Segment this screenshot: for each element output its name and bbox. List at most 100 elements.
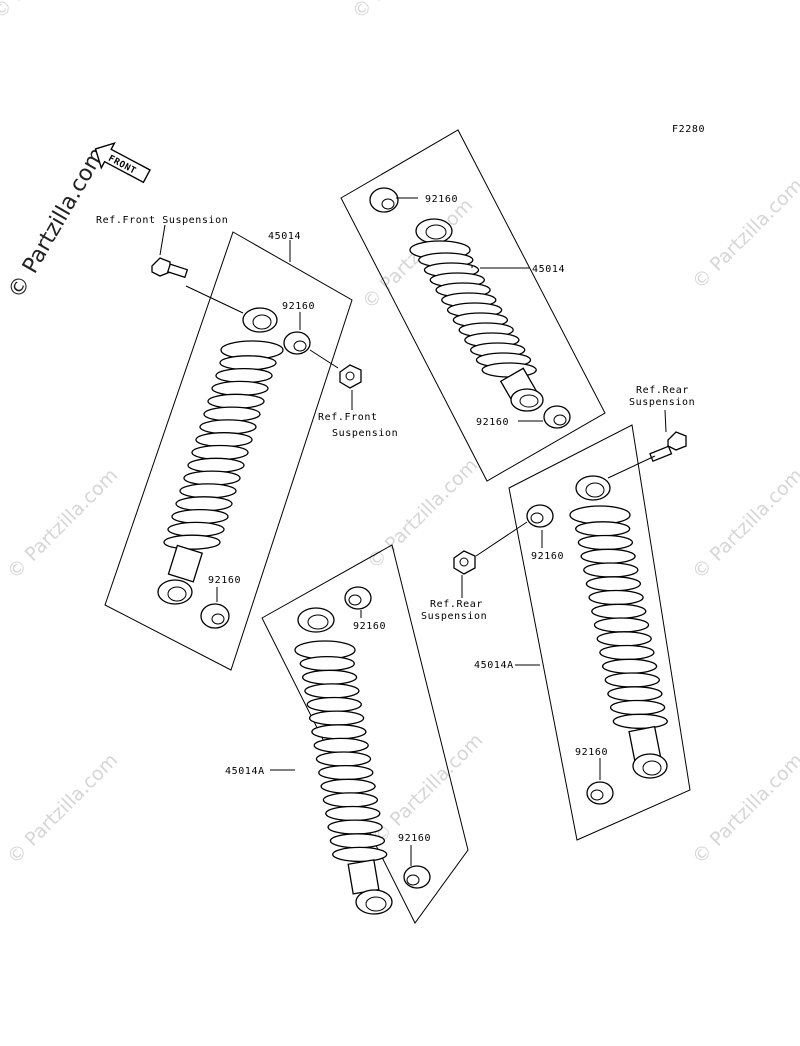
- spring-coil: [306, 696, 362, 713]
- bolt-icon: [151, 257, 189, 279]
- part-number-92160: 92160: [282, 301, 315, 312]
- spring-coil: [596, 631, 652, 647]
- bolt-icon: [649, 431, 687, 463]
- bushing-icon: [526, 504, 554, 528]
- shock-absorber-right-bottom: [569, 475, 668, 779]
- damper-body: [167, 544, 204, 583]
- upper-eye: [415, 218, 453, 244]
- spring-coil: [329, 833, 386, 849]
- spring-coil: [211, 380, 269, 397]
- nut-icon: [453, 550, 476, 575]
- shock-absorber-left-top: [157, 307, 284, 605]
- ref-rear-suspension-label: Ref.Rear: [430, 599, 483, 610]
- spring-coil: [591, 603, 647, 619]
- spring-coil: [183, 470, 241, 486]
- spring-coil: [580, 548, 636, 564]
- spring-coil: [601, 658, 658, 674]
- spring-coil: [313, 737, 369, 754]
- bushing-icon: [369, 187, 399, 213]
- spring-coil: [199, 419, 257, 435]
- spring-coil: [599, 644, 655, 661]
- spring-coil: [203, 406, 261, 422]
- spring-coil: [215, 367, 273, 384]
- group-frame-right-bottom: [508, 424, 691, 841]
- nut-icon: [339, 364, 362, 389]
- part-number-92160: 92160: [208, 575, 241, 586]
- spring-coil: [315, 751, 372, 767]
- spring-coil: [322, 792, 379, 808]
- spring-coil: [187, 457, 245, 473]
- spring-coil: [593, 617, 650, 633]
- bushing-icon: [200, 603, 230, 629]
- spring-coil: [583, 562, 639, 578]
- watermark: © Partzilla.com: [688, 749, 800, 868]
- spring-coil: [304, 683, 360, 699]
- spring-coil: [179, 483, 237, 499]
- part-number-45014A: 45014A: [225, 766, 265, 777]
- spring-coil: [311, 724, 367, 740]
- watermark: © Partzilla.com: [3, 464, 122, 583]
- lower-eye: [632, 753, 668, 779]
- ref-rear-suspension-label: Ref.Rear: [636, 385, 689, 396]
- spring-coil: [207, 393, 265, 409]
- spring-coil: [301, 669, 358, 685]
- spring-coil: [299, 655, 355, 672]
- damper-body: [347, 859, 380, 895]
- leader-lines: [159, 197, 667, 866]
- group-frame-right-top: [340, 129, 606, 482]
- bushing-icon: [283, 331, 311, 355]
- watermark: © Partzilla.com: [3, 749, 122, 868]
- part-number-92160: 92160: [476, 417, 509, 428]
- watermark: © Partzilla.com: [368, 729, 487, 848]
- part-number-45014: 45014: [532, 264, 565, 275]
- ref-front-suspension-label: Ref.Front: [318, 412, 378, 423]
- lower-eye: [355, 889, 393, 915]
- bushing-icon: [344, 586, 372, 610]
- ref-rear-suspension-label: Suspension: [421, 611, 487, 622]
- spring-coil: [612, 713, 668, 729]
- group-frame-left-top: [104, 231, 353, 671]
- part-number-45014: 45014: [268, 231, 301, 242]
- spring-coil: [332, 846, 388, 863]
- ref-front-suspension-label: Ref.Front Suspension: [96, 215, 228, 226]
- part-number-92160: 92160: [531, 551, 564, 562]
- spring-coil: [609, 699, 666, 716]
- spring-coil: [575, 521, 631, 537]
- part-number-92160: 92160: [425, 194, 458, 205]
- bushing-icon: [543, 405, 571, 429]
- watermark: © Partzilla.com: [688, 464, 800, 583]
- spring-coil: [585, 576, 642, 592]
- part-number-92160: 92160: [353, 621, 386, 632]
- shock-absorber-left-bottom: [294, 607, 393, 915]
- ref-front-suspension-label: Suspension: [332, 428, 398, 439]
- watermark: © Partzilla.com: [348, 0, 467, 24]
- bushing-icon: [586, 781, 614, 805]
- watermark: © Partzilla.com: [688, 174, 800, 293]
- part-number-92160: 92160: [398, 833, 431, 844]
- part-number-92160: 92160: [575, 747, 608, 758]
- bushing-icon: [403, 865, 431, 889]
- spring-coil: [308, 710, 365, 726]
- spring-coil: [577, 534, 634, 551]
- spring-coil: [318, 764, 374, 781]
- spring-coil: [588, 589, 644, 606]
- spring-coil: [175, 496, 233, 512]
- spring-coil: [320, 778, 376, 794]
- watermark-main: © Partzilla.com: [4, 143, 111, 303]
- spring-coil: [163, 534, 221, 550]
- lower-eye: [157, 579, 193, 605]
- upper-eye: [575, 475, 611, 501]
- part-labels: 45014 45014 45014A 45014A 92160 92160 92…: [96, 194, 695, 844]
- spring-coil: [607, 686, 663, 702]
- watermark: © Partzilla.com: [0, 0, 107, 24]
- ref-rear-suspension-label: Suspension: [629, 397, 695, 408]
- spring-coil: [167, 521, 225, 538]
- upper-eye: [297, 607, 335, 633]
- spring-coil: [481, 362, 537, 378]
- spring-coil: [171, 508, 229, 525]
- shock-absorber-right-top: [409, 218, 544, 412]
- spring-coil: [327, 819, 383, 835]
- upper-eye: [242, 307, 278, 333]
